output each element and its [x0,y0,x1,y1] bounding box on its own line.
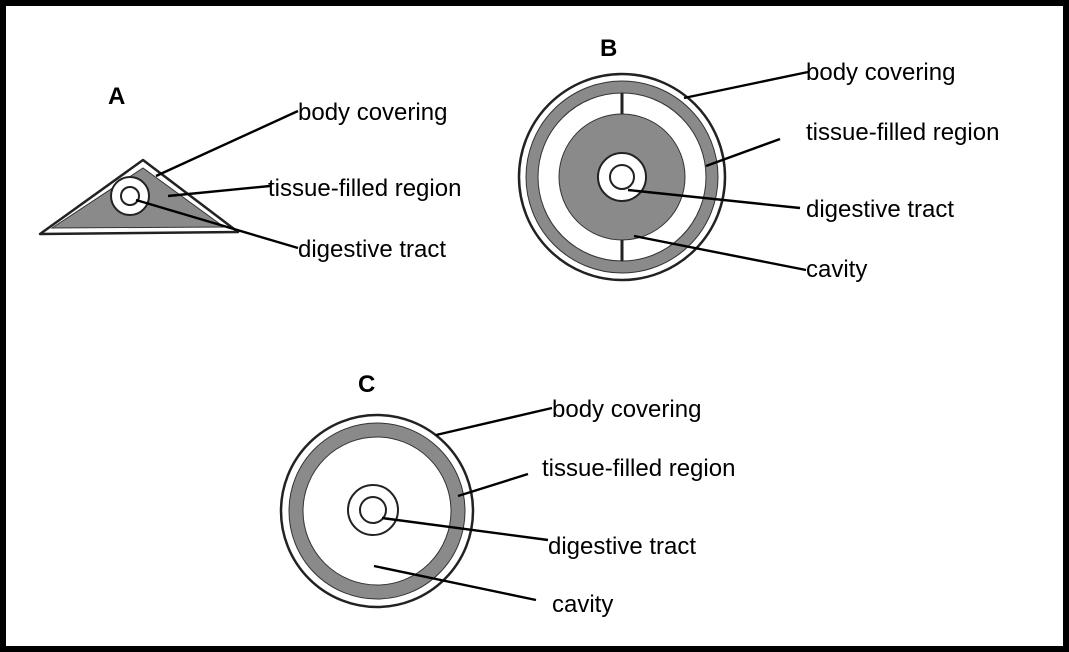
panel-c-letter: C [358,371,375,398]
panel-b-label-cavity: cavity [806,256,867,283]
panel-a-letter: A [108,83,125,110]
panel-c-label-tissue-filled-region: tissue-filled region [542,455,735,482]
panel-a-leader-body-covering [156,111,298,176]
panel-c-label-body-covering: body covering [552,396,701,423]
panel-b-leader-body-covering [684,72,808,98]
panel-a-label-digestive-tract: digestive tract [298,236,446,263]
panel-b-letter: B [600,35,617,62]
panel-b-label-tissue-filled-region: tissue-filled region [806,119,999,146]
panel-a-digestive-tract-inner [121,187,139,205]
panel-b-label-body-covering: body covering [806,59,955,86]
panel-c-label-cavity: cavity [552,591,613,618]
panel-b-label-digestive-tract: digestive tract [806,196,954,223]
body-plan-diagram: A body covering tissue-filled region dig… [6,6,1063,646]
panel-c: C body covering tissue-filled region dig… [281,371,735,618]
panel-a-label-tissue-filled-region: tissue-filled region [268,175,461,202]
panel-a: A body covering tissue-filled region dig… [40,83,461,263]
panel-b-digestive-tract-inner [610,165,634,189]
panel-b: B body covering tissue-filled region dig… [519,35,999,283]
panel-c-leader-body-covering [436,408,552,435]
panel-c-label-digestive-tract: digestive tract [548,533,696,560]
panel-a-label-body-covering: body covering [298,99,447,126]
